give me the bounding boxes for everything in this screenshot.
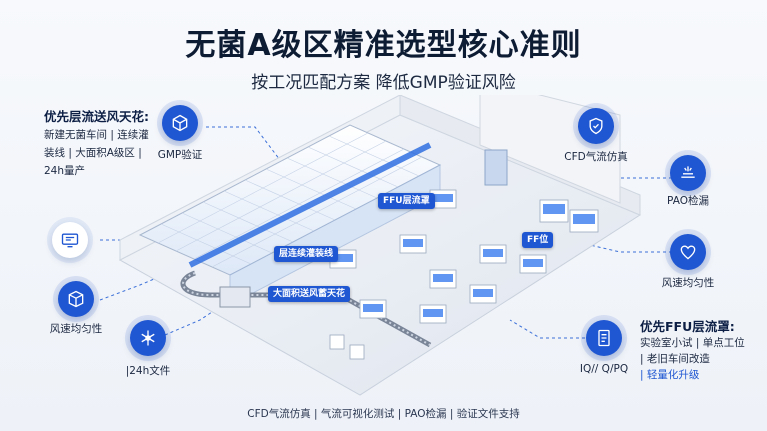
connector-airflow-right — [589, 244, 672, 253]
left-heading: 优先层流送风天花: — [44, 109, 149, 124]
pao-filter-icon — [670, 155, 706, 191]
heart-airflow-icon — [670, 234, 706, 270]
page-title: 无菌A级区精准选型核心准则 — [185, 28, 582, 63]
box-airflow-icon — [58, 281, 94, 317]
left-line-1: 新建无菌车间 | 连续灌 — [44, 129, 149, 141]
left-line-3: 24h量产 — [44, 165, 86, 177]
right-heading: 优先FFU层流罩: — [640, 319, 735, 334]
callout-ff-position: FF位 — [522, 232, 554, 248]
door — [484, 149, 508, 186]
ffu-stations — [329, 189, 599, 360]
airflow-right-label: 风速均匀性 — [661, 277, 715, 289]
right-line-1: 实验室小试 | 单点工位 — [640, 337, 745, 349]
gmp-cube-icon — [162, 105, 198, 141]
callout-ffu-hood: FFU层流罩 — [378, 193, 435, 209]
page-subtitle: 按工况匹配方案 降低GMP验证风险 — [251, 73, 516, 93]
cfd-shield-icon — [578, 108, 614, 144]
document-checklist-icon — [586, 320, 622, 356]
footer-services: CFD气流仿真 | 气流可视化测试 | PAO检漏 | 验证文件支持 — [247, 408, 520, 420]
right-line-2: | 老旧车间改造 — [640, 353, 710, 365]
doc-left-label: |24h文件 — [125, 365, 171, 377]
monitor-icon — [52, 222, 88, 258]
conveyor-line — [188, 142, 432, 268]
cleanroom-floor-scene — [118, 95, 642, 396]
connector-gmp — [206, 126, 281, 161]
snowflake-document-icon — [130, 320, 166, 356]
right-line-3: | 轻量化升级 — [640, 369, 700, 381]
gmp-label: GMP验证 — [157, 149, 203, 161]
end-machine — [219, 286, 251, 308]
left-line-2: 装线 | 大面积A级区 | — [44, 147, 142, 159]
cfd-label: CFD气流仿真 — [564, 151, 628, 163]
callout-laminar-ceiling: 大面积送风蓄天花 — [268, 286, 351, 302]
iq-label: IQ// Q/PQ — [579, 363, 629, 375]
conveyor-belt — [180, 270, 432, 348]
pao-label: PAO检漏 — [667, 195, 709, 207]
callout-continuous-line: 层连续灌装线 — [274, 246, 339, 262]
airflow-left-label: 风速均匀性 — [49, 323, 103, 335]
connector-iq — [509, 319, 585, 339]
